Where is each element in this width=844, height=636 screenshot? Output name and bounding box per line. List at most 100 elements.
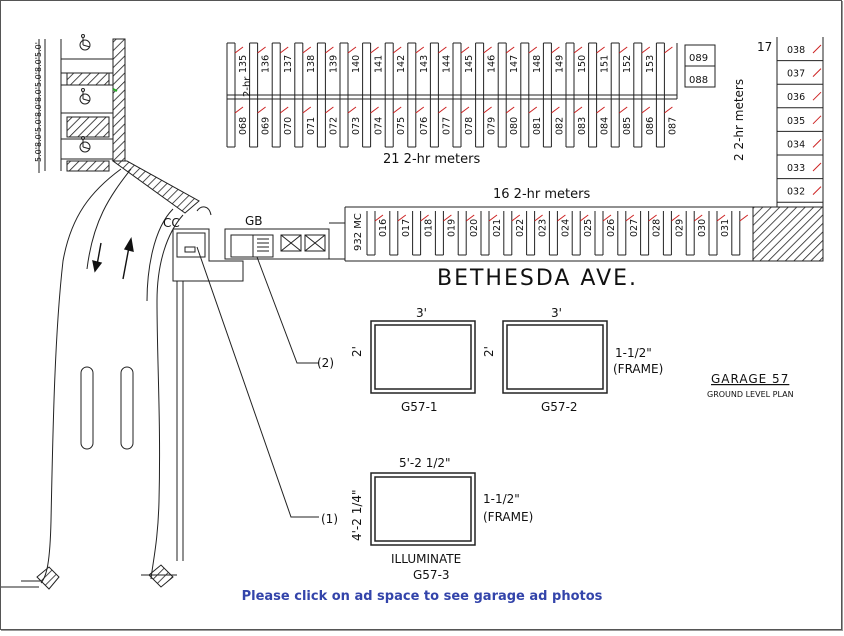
- space-025: 025: [583, 219, 594, 237]
- space-030: 030: [697, 219, 708, 237]
- garage-title: GARAGE 57: [711, 372, 789, 386]
- meter-mark: [528, 106, 538, 114]
- space-138: 138: [306, 55, 317, 73]
- ad-g57-2-width: 3': [551, 306, 562, 320]
- meter-mark: [618, 106, 628, 114]
- space-033: 033: [787, 163, 805, 174]
- space-031: 031: [720, 219, 731, 237]
- stall-width-label: 8.0': [34, 87, 43, 102]
- meter-mark: [625, 214, 635, 222]
- meter-mark: [812, 162, 822, 172]
- meter-mark: [234, 106, 244, 114]
- space-024: 024: [560, 219, 571, 237]
- space-147: 147: [509, 55, 520, 73]
- space-026: 026: [606, 219, 617, 237]
- space-080: 080: [509, 117, 520, 135]
- meter-mark: [812, 68, 822, 77]
- space-069: 069: [261, 117, 272, 135]
- meter-mark: [460, 106, 470, 114]
- ad-g57-3-frame-label: (FRAME): [483, 510, 533, 524]
- meter-mark: [812, 91, 822, 101]
- meter-mark: [602, 214, 612, 222]
- space-150: 150: [577, 55, 588, 73]
- reference-1: (1): [321, 512, 338, 526]
- motorcycle-space-label: 932 MC: [353, 213, 364, 251]
- meter-mark: [370, 106, 379, 114]
- meter-mark: [257, 106, 266, 114]
- meter-mark: [279, 46, 289, 54]
- space-142: 142: [396, 55, 407, 73]
- meter-mark: [596, 106, 605, 114]
- ad-g57-3-width: 5'-2 1/2": [399, 456, 451, 470]
- right-column-meters-label: 2 2-hr meters: [732, 79, 746, 161]
- space-032: 032: [787, 187, 805, 198]
- ad-photos-hint[interactable]: Please click on ad space to see garage a…: [241, 589, 603, 604]
- corner-spaces: [684, 44, 716, 88]
- meter-mark: [483, 46, 492, 54]
- corner-space-089: 089: [689, 53, 708, 64]
- space-140: 140: [351, 55, 362, 73]
- space-153: 153: [645, 55, 656, 73]
- meter-mark: [420, 214, 429, 222]
- gb-label: GB: [245, 214, 263, 228]
- wheelchair-icon: [79, 136, 91, 153]
- corner-space-088: 088: [689, 75, 708, 86]
- space-034: 034: [787, 139, 805, 150]
- street-name: BETHESDA AVE.: [437, 266, 638, 291]
- space-029: 029: [674, 219, 685, 237]
- meter-mark: [505, 106, 515, 114]
- wheelchair-icon: [79, 34, 91, 51]
- meter-mark: [596, 46, 605, 54]
- meter-mark: [325, 106, 334, 114]
- cc-label: CC: [163, 216, 180, 230]
- meter-mark: [483, 106, 492, 114]
- meter-mark: [325, 46, 334, 54]
- stall-width-label: 5.0': [34, 42, 43, 57]
- ad-g57-1-height: 2': [350, 346, 364, 357]
- ad-space-g57-1[interactable]: [370, 320, 476, 394]
- ad-g57-2-id: G57-2: [541, 400, 578, 414]
- meter-mark: [460, 46, 470, 54]
- meter-mark: [465, 214, 475, 222]
- meter-mark: [693, 214, 703, 222]
- meter-mark: [415, 106, 425, 114]
- space-081: 081: [532, 117, 543, 135]
- meter-mark: [415, 46, 425, 54]
- booths: [172, 206, 345, 282]
- bottom-parking-block: [344, 206, 823, 262]
- ad-space-g57-2[interactable]: [502, 320, 608, 394]
- meter-mark: [812, 115, 822, 125]
- space-141: 141: [374, 55, 385, 73]
- meter-mark: [671, 214, 680, 222]
- meter-mark: [347, 106, 357, 114]
- reference-2: (2): [317, 356, 334, 370]
- ad-g57-1-id: G57-1: [401, 400, 438, 414]
- ramp-area: [1, 38, 200, 590]
- meter-mark: [551, 106, 560, 114]
- ad-g57-2-height: 2': [482, 346, 496, 357]
- meter-mark: [664, 46, 673, 54]
- stall-width-label: 5.0': [34, 72, 43, 87]
- space-135: 135: [238, 55, 249, 73]
- space-082: 082: [554, 117, 565, 135]
- meter-mark: [279, 106, 289, 114]
- top-parking-block: [226, 42, 678, 148]
- right-count-label: 17: [757, 40, 772, 54]
- direction-arrows: [92, 237, 134, 280]
- ad-g57-1-width: 3': [416, 306, 427, 320]
- meter-mark: [812, 186, 822, 195]
- meter-mark: [739, 214, 749, 222]
- ad-space-g57-3[interactable]: [370, 472, 476, 546]
- space-139: 139: [328, 55, 339, 73]
- top-row-meters-label: 21 2-hr meters: [383, 152, 480, 167]
- space-143: 143: [419, 55, 430, 73]
- stall-width-label: 5.0': [34, 147, 43, 162]
- meter-mark: [302, 46, 312, 54]
- ad-g57-3-height: 4'-2 1/4": [350, 489, 364, 541]
- meter-mark: [534, 214, 543, 222]
- stall-width-label: 8.0': [34, 132, 43, 147]
